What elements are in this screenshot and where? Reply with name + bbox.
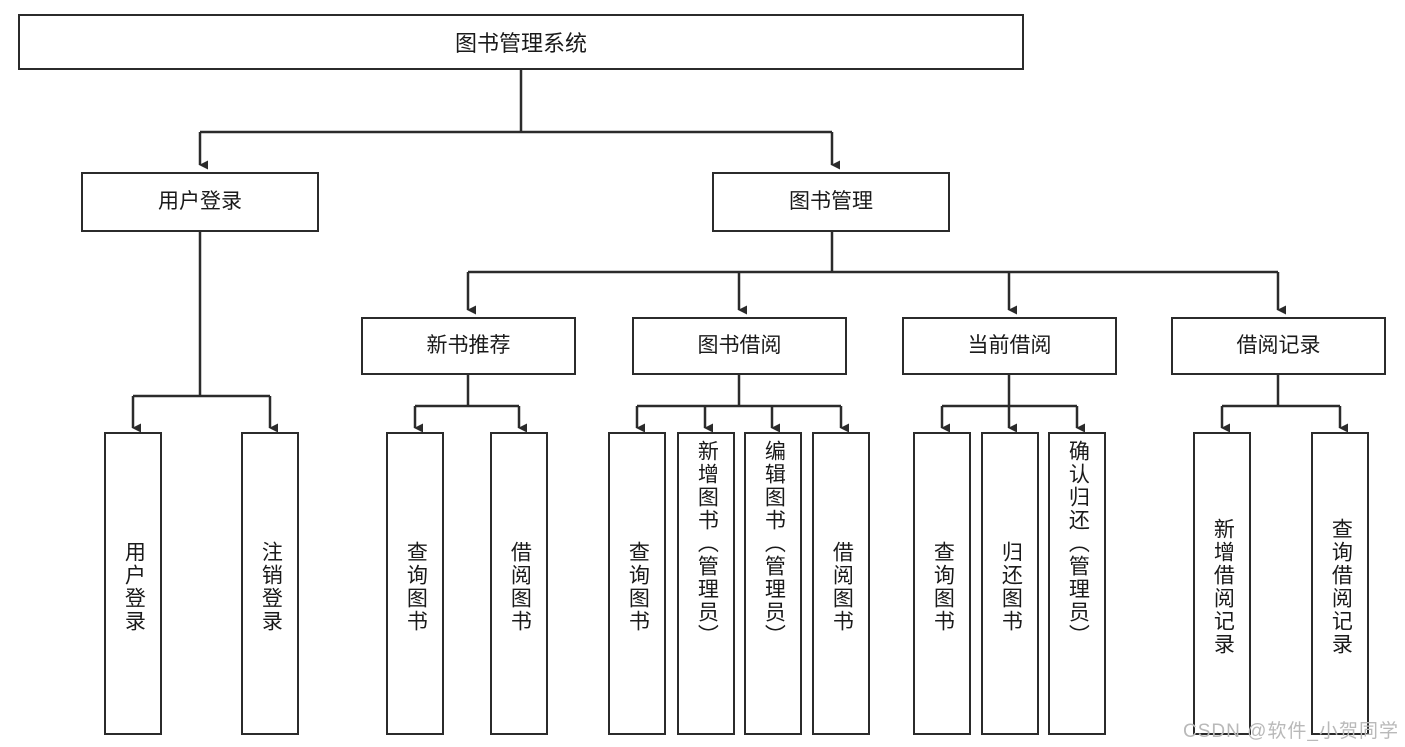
node-book-management[interactable]: 图书管理: [712, 172, 950, 232]
leaf-borrow-record-add[interactable]: 新增借阅记录: [1193, 432, 1251, 735]
node-user-login[interactable]: 用户登录: [81, 172, 319, 232]
leaf-user-login-logout[interactable]: 注销登录: [241, 432, 299, 735]
leaf-book-borrow-edit[interactable]: 编辑图书（管理员）: [744, 432, 802, 735]
leaf-label: 编辑图书（管理员）: [762, 440, 786, 647]
node-new-book-recommend[interactable]: 新书推荐: [361, 317, 576, 375]
leaf-label: 查询图书: [931, 540, 955, 633]
leaf-book-borrow-add[interactable]: 新增图书（管理员）: [677, 432, 735, 735]
leaf-label: 用户登录: [122, 540, 146, 633]
leaf-book-borrow-query[interactable]: 查询图书: [608, 432, 666, 735]
leaf-current-borrow-return[interactable]: 归还图书: [981, 432, 1039, 735]
node-borrow-record[interactable]: 借阅记录: [1171, 317, 1386, 375]
node-current-borrow[interactable]: 当前借阅: [902, 317, 1117, 375]
node-book-borrow-label: 图书借阅: [697, 333, 782, 357]
leaf-label: 借阅图书: [830, 540, 854, 633]
leaf-label: 借阅图书: [508, 540, 532, 633]
leaf-label: 确认归还（管理员）: [1066, 440, 1090, 647]
node-new-book-recommend-label: 新书推荐: [426, 333, 511, 357]
leaf-book-borrow-borrow[interactable]: 借阅图书: [812, 432, 870, 735]
node-current-borrow-label: 当前借阅: [967, 333, 1052, 357]
leaf-label: 查询图书: [626, 540, 650, 633]
leaf-current-borrow-query[interactable]: 查询图书: [913, 432, 971, 735]
node-root-label: 图书管理系统: [454, 31, 587, 56]
node-root[interactable]: 图书管理系统: [18, 14, 1024, 70]
leaf-label: 新增图书（管理员）: [695, 440, 719, 647]
node-user-login-label: 用户登录: [158, 189, 242, 213]
leaf-label: 新增借阅记录: [1211, 517, 1235, 656]
leaf-label: 查询借阅记录: [1329, 517, 1353, 656]
node-borrow-record-label: 借阅记录: [1236, 333, 1321, 357]
leaf-current-borrow-confirm-return[interactable]: 确认归还（管理员）: [1048, 432, 1106, 735]
leaf-label: 归还图书: [999, 540, 1023, 633]
leaf-borrow-record-query[interactable]: 查询借阅记录: [1311, 432, 1369, 735]
leaf-user-login-login[interactable]: 用户登录: [104, 432, 162, 735]
leaf-label: 注销登录: [259, 540, 283, 633]
leaf-label: 查询图书: [404, 540, 428, 633]
leaf-new-book-borrow[interactable]: 借阅图书: [490, 432, 548, 735]
node-book-borrow[interactable]: 图书借阅: [632, 317, 847, 375]
leaf-new-book-query[interactable]: 查询图书: [386, 432, 444, 735]
node-book-management-label: 图书管理: [789, 189, 873, 213]
